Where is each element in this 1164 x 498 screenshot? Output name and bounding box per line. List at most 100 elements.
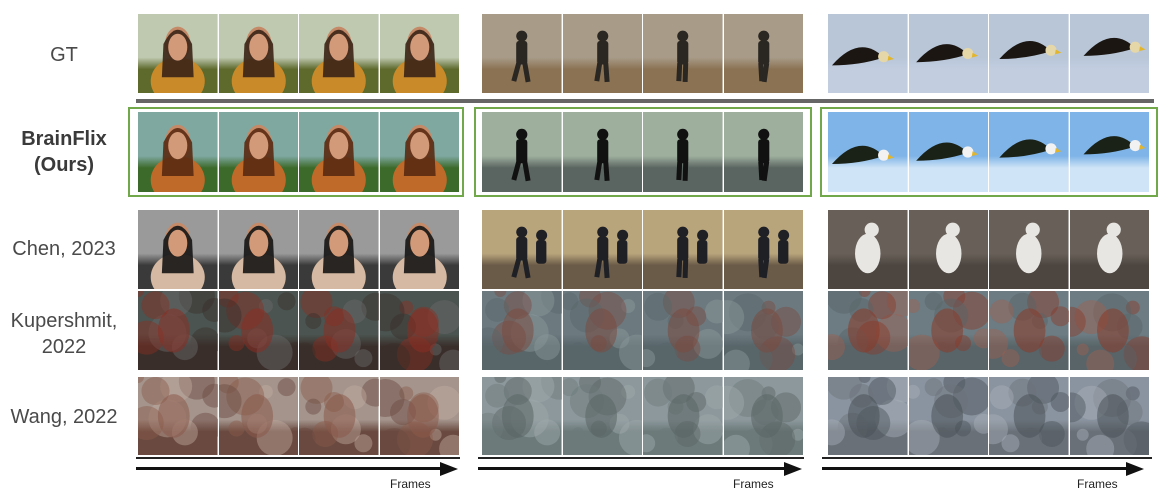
frame-gt-clip2-4 — [723, 14, 803, 93]
frame-image-kupershmit-1-3 — [299, 291, 379, 370]
row-label-chen: Chen, 2023 — [12, 238, 116, 260]
frame-image-gt-1-4 — [379, 14, 459, 93]
frame-image-gt-3-4 — [1069, 14, 1149, 93]
frame-image-chen-1-1 — [138, 210, 218, 289]
frame-image-brainflix-2-3 — [643, 112, 723, 192]
frame-wang-clip1-3 — [299, 377, 379, 455]
frame-image-wang-2-4 — [723, 377, 803, 455]
row-label-wang: Wang, 2022 — [10, 406, 118, 428]
frame-image-chen-1-2 — [218, 210, 298, 289]
frame-image-wang-1-1 — [138, 377, 218, 455]
axis-underline-2 — [478, 457, 804, 459]
frame-image-chen-2-3 — [643, 210, 723, 289]
frame-image-kupershmit-3-3 — [989, 291, 1069, 370]
frame-chen-clip1-1 — [138, 210, 218, 289]
frame-kupershmit-clip2-3 — [643, 291, 723, 370]
frame-image-kupershmit-2-3 — [643, 291, 723, 370]
highlight-box-clip-1 — [128, 107, 464, 197]
frame-image-wang-2-3 — [643, 377, 723, 455]
frame-image-kupershmit-1-1 — [138, 291, 218, 370]
frame-image-chen-3-4 — [1069, 210, 1149, 289]
right-arrow-icon — [1126, 462, 1144, 476]
frame-image-wang-3-2 — [908, 377, 988, 455]
frame-image-kupershmit-1-4 — [379, 291, 459, 370]
frame-brainflix-clip2-4 — [723, 112, 803, 192]
frame-image-kupershmit-2-1 — [482, 291, 562, 370]
frames-arrow-line-2 — [478, 467, 785, 470]
frame-image-chen-2-1 — [482, 210, 562, 289]
frame-chen-clip1-4 — [379, 210, 459, 289]
frame-brainflix-clip1-4 — [379, 112, 459, 192]
frame-image-chen-3-2 — [908, 210, 988, 289]
row-label-kupershmit: Kupershmit, 2022 — [0, 308, 128, 360]
frame-wang-clip2-3 — [643, 377, 723, 455]
frame-chen-clip3-3 — [989, 210, 1069, 289]
frame-brainflix-clip3-2 — [908, 112, 988, 192]
frame-wang-clip1-2 — [218, 377, 298, 455]
axis-underline-1 — [136, 457, 460, 459]
frame-image-brainflix-3-2 — [908, 112, 988, 192]
frame-image-wang-3-3 — [989, 377, 1069, 455]
frame-wang-clip3-3 — [989, 377, 1069, 455]
frame-brainflix-clip1-2 — [218, 112, 298, 192]
frame-image-chen-1-4 — [379, 210, 459, 289]
frame-kupershmit-clip3-3 — [989, 291, 1069, 370]
frame-gt-clip1-4 — [379, 14, 459, 93]
frame-image-brainflix-2-2 — [562, 112, 642, 192]
frame-chen-clip3-1 — [828, 210, 908, 289]
frame-kupershmit-clip1-1 — [138, 291, 218, 370]
frame-chen-clip3-4 — [1069, 210, 1149, 289]
frame-chen-clip2-3 — [643, 210, 723, 289]
frames-arrow-line-3 — [822, 467, 1128, 470]
frame-chen-clip2-1 — [482, 210, 562, 289]
frame-gt-clip3-2 — [908, 14, 988, 93]
gt-divider — [136, 99, 1154, 103]
frame-kupershmit-clip1-4 — [379, 291, 459, 370]
frame-image-chen-3-1 — [828, 210, 908, 289]
frame-brainflix-clip2-3 — [643, 112, 723, 192]
frame-gt-clip3-3 — [989, 14, 1069, 93]
frame-brainflix-clip1-1 — [138, 112, 218, 192]
frame-image-wang-1-2 — [218, 377, 298, 455]
frame-image-gt-3-2 — [908, 14, 988, 93]
frame-brainflix-clip3-3 — [989, 112, 1069, 192]
frame-wang-clip3-2 — [908, 377, 988, 455]
frame-image-gt-3-1 — [828, 14, 908, 93]
highlight-box-clip-2 — [474, 107, 812, 197]
frames-label-2: Frames — [733, 477, 774, 491]
frame-wang-clip1-1 — [138, 377, 218, 455]
row-label-brainflix: BrainFlix (Ours) — [0, 126, 128, 178]
frame-wang-clip2-1 — [482, 377, 562, 455]
frame-image-gt-2-2 — [562, 14, 642, 93]
frame-brainflix-clip2-1 — [482, 112, 562, 192]
frame-gt-clip1-1 — [138, 14, 218, 93]
frame-image-kupershmit-3-1 — [828, 291, 908, 370]
frame-kupershmit-clip2-1 — [482, 291, 562, 370]
frame-brainflix-clip3-1 — [828, 112, 908, 192]
frame-image-kupershmit-2-2 — [562, 291, 642, 370]
frame-brainflix-clip1-3 — [299, 112, 379, 192]
frame-gt-clip1-3 — [299, 14, 379, 93]
frame-gt-clip3-4 — [1069, 14, 1149, 93]
frame-image-wang-1-4 — [379, 377, 459, 455]
frame-image-brainflix-3-3 — [989, 112, 1069, 192]
frame-image-brainflix-1-1 — [138, 112, 218, 192]
frame-wang-clip3-4 — [1069, 377, 1149, 455]
row-label-brainflix-line2: (Ours) — [34, 154, 94, 176]
frame-image-chen-2-2 — [562, 210, 642, 289]
frame-image-gt-2-4 — [723, 14, 803, 93]
frame-chen-clip3-2 — [908, 210, 988, 289]
frame-image-brainflix-1-3 — [299, 112, 379, 192]
frame-kupershmit-clip3-2 — [908, 291, 988, 370]
frame-image-chen-2-4 — [723, 210, 803, 289]
frame-image-kupershmit-2-4 — [723, 291, 803, 370]
axis-underline-3 — [822, 457, 1152, 459]
frame-chen-clip1-2 — [218, 210, 298, 289]
frame-image-wang-3-4 — [1069, 377, 1149, 455]
frame-image-gt-1-1 — [138, 14, 218, 93]
frame-wang-clip2-4 — [723, 377, 803, 455]
frame-image-gt-1-2 — [218, 14, 298, 93]
frame-gt-clip2-2 — [562, 14, 642, 93]
frame-brainflix-clip3-4 — [1069, 112, 1149, 192]
frame-gt-clip2-1 — [482, 14, 562, 93]
